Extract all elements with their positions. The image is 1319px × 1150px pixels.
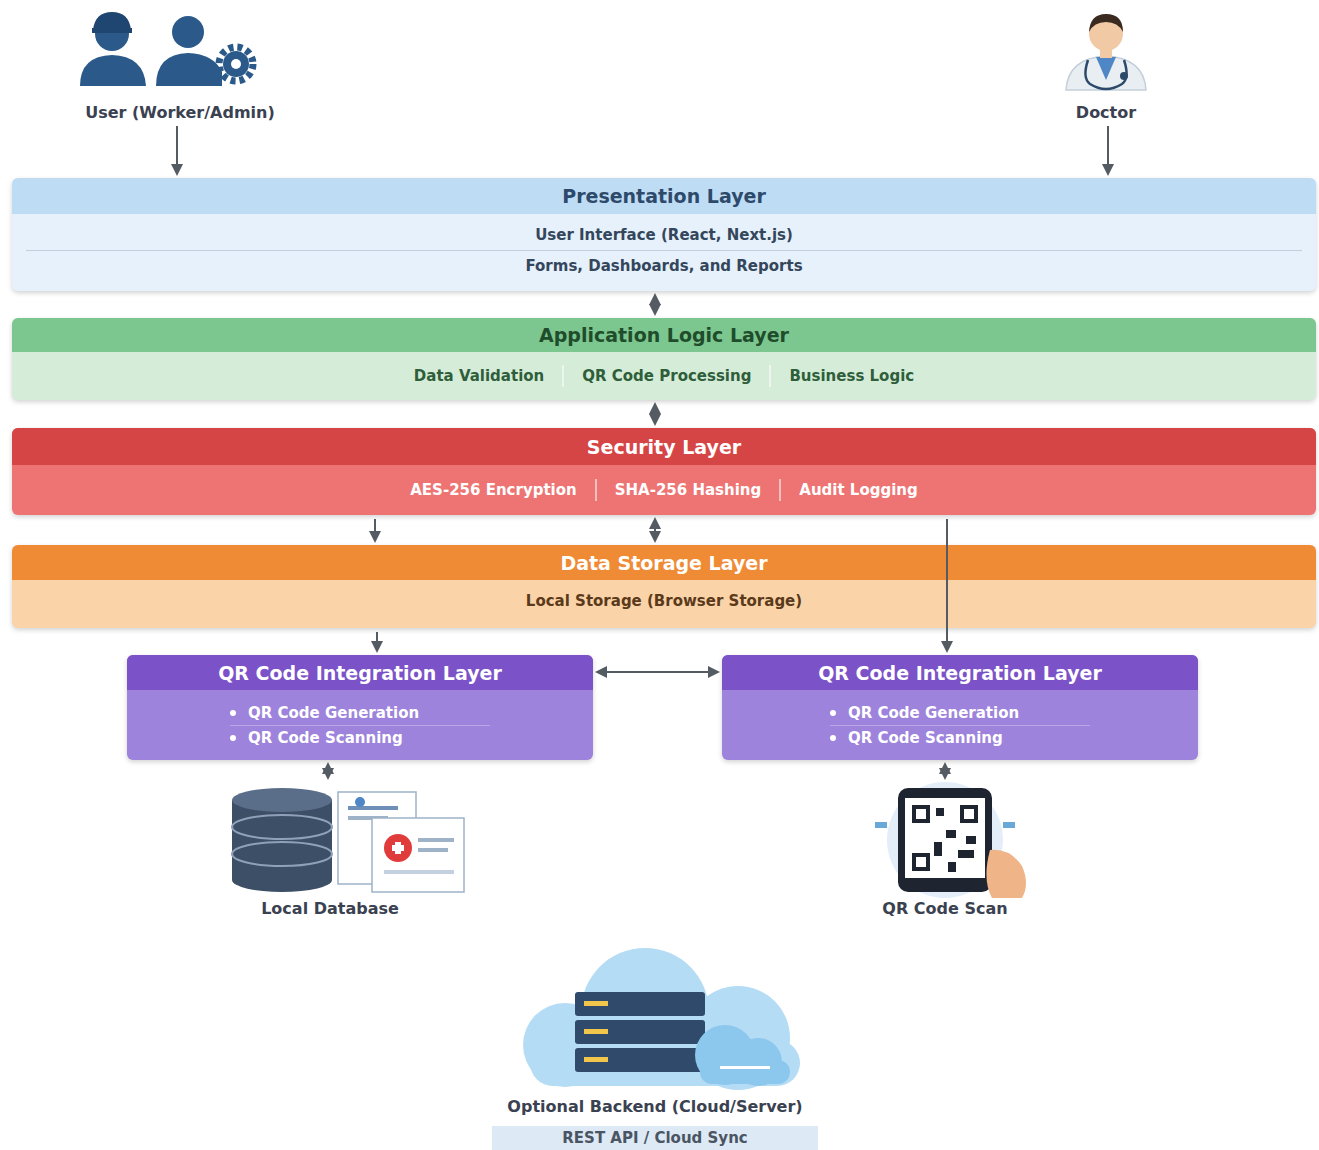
flow-arrow	[376, 632, 378, 651]
layer-header: Presentation Layer	[12, 178, 1316, 214]
bullet-dot	[830, 710, 836, 716]
layer-body: QR Code Generation QR Code Scanning	[127, 690, 593, 760]
doctor-actor: Doctor	[1000, 8, 1212, 122]
icon-label: QR Code Scan	[882, 899, 1007, 918]
layer-header: QR Code Integration Layer	[722, 655, 1198, 690]
layer-body: User Interface (React, Next.js)Forms, Da…	[12, 214, 1316, 287]
layer-title: Presentation Layer	[562, 185, 766, 207]
flow-arrow	[327, 764, 329, 778]
layer-body: QR Code Generation QR Code Scanning	[722, 690, 1198, 760]
layer-item: QR Code Processing	[562, 365, 769, 387]
icon-label: Local Database	[261, 899, 399, 918]
qr-integration-layer: QR Code Integration Layer QR Code Generat…	[722, 655, 1198, 760]
layer-header: Application Logic Layer	[12, 318, 1316, 352]
api-box: REST API / Cloud Sync	[492, 1126, 817, 1150]
flow-arrow	[1107, 126, 1109, 174]
database-icon	[232, 788, 464, 892]
layer-title: Security Layer	[587, 436, 741, 458]
layer-body: Local Storage (Browser Storage)	[12, 580, 1316, 628]
layer-item: Local Storage (Browser Storage)	[26, 586, 1302, 616]
item-row: Data ValidationQR Code ProcessingBusines…	[26, 358, 1302, 394]
layer-title: QR Code Integration Layer	[218, 662, 502, 684]
layer-item: QR Code Generation	[848, 704, 1019, 722]
layer-item: Data Validation	[396, 365, 562, 387]
icon-label: Doctor	[1076, 103, 1136, 122]
flow-arrow	[597, 671, 718, 673]
doctor-icon	[1066, 14, 1146, 90]
api-label: REST API / Cloud Sync	[562, 1129, 747, 1147]
cloud-server-icon	[523, 948, 800, 1090]
list-row: QR Code Generation	[830, 701, 1090, 725]
storage-layer: Data Storage LayerLocal Storage (Browser…	[12, 545, 1316, 628]
bullet-dot	[830, 735, 836, 741]
bullet-dot	[230, 735, 236, 741]
flow-arrow	[654, 295, 656, 314]
layer-header: Security Layer	[12, 428, 1316, 465]
list-row: QR Code Generation	[230, 701, 490, 725]
user-icon	[80, 12, 253, 86]
layer-item: Business Logic	[769, 365, 932, 387]
backend-node: Optional Backend (Cloud/Server) REST API …	[420, 955, 890, 1150]
layer-body: AES-256 EncryptionSHA-256 HashingAudit L…	[12, 465, 1316, 515]
presentation-layer: Presentation LayerUser Interface (React,…	[12, 178, 1316, 291]
layer-item: Forms, Dashboards, and Reports	[26, 250, 1302, 281]
security-layer: Security LayerAES-256 EncryptionSHA-256 …	[12, 428, 1316, 515]
flow-arrow	[654, 519, 656, 541]
qr-scan-node: QR Code Scan	[830, 782, 1060, 918]
item-row: AES-256 EncryptionSHA-256 HashingAudit L…	[26, 471, 1302, 509]
layer-header: Data Storage Layer	[12, 545, 1316, 580]
layer-title: Application Logic Layer	[539, 324, 789, 346]
layer-item: QR Code Scanning	[848, 729, 1003, 747]
logic-layer: Application Logic LayerData ValidationQR…	[12, 318, 1316, 400]
flow-arrow	[944, 764, 946, 778]
layer-item: QR Code Scanning	[248, 729, 403, 747]
bullet-dot	[230, 710, 236, 716]
layer-item: QR Code Generation	[248, 704, 419, 722]
layer-item: Audit Logging	[779, 479, 935, 501]
phone-scan-icon	[875, 782, 1026, 898]
flow-arrow	[176, 126, 178, 174]
layer-body: Data ValidationQR Code ProcessingBusines…	[12, 352, 1316, 400]
qr-integration-layer: QR Code Integration Layer QR Code Generat…	[127, 655, 593, 760]
layer-item: User Interface (React, Next.js)	[26, 220, 1302, 250]
list-row: QR Code Scanning	[230, 725, 490, 750]
icon-label: Optional Backend (Cloud/Server)	[507, 1097, 802, 1116]
layer-title: Data Storage Layer	[560, 552, 767, 574]
flow-arrow	[654, 404, 656, 424]
list-row: QR Code Scanning	[830, 725, 1090, 750]
layer-item: AES-256 Encryption	[392, 479, 594, 501]
database-node: Local Database	[195, 782, 465, 918]
user-actor: User (Worker/Admin)	[30, 8, 330, 122]
layer-header: QR Code Integration Layer	[127, 655, 593, 690]
layer-title: QR Code Integration Layer	[818, 662, 1102, 684]
flow-arrow	[374, 519, 376, 541]
layer-item: SHA-256 Hashing	[595, 479, 780, 501]
icon-label: User (Worker/Admin)	[85, 103, 275, 122]
